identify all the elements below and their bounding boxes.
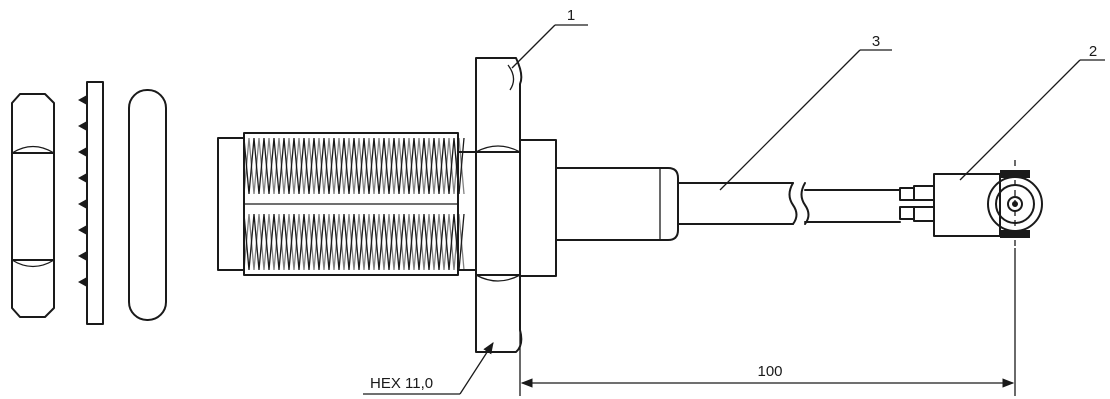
hex-leader bbox=[363, 342, 494, 395]
callout-3: 3 bbox=[872, 33, 880, 50]
hex-size-label: HEX 11,0 bbox=[370, 375, 433, 392]
gasket-ring bbox=[128, 89, 167, 321]
flange-hex bbox=[457, 57, 523, 353]
right-angle-plug bbox=[899, 160, 1043, 248]
callout-2: 2 bbox=[1089, 43, 1097, 60]
coax-cable bbox=[677, 182, 901, 225]
hex-nut bbox=[11, 93, 55, 318]
callout-leaders bbox=[511, 24, 1105, 191]
rear-collar bbox=[519, 139, 679, 277]
length-dimension bbox=[519, 248, 1016, 396]
lock-washer bbox=[78, 81, 104, 325]
threaded-barrel bbox=[217, 132, 465, 276]
callout-1: 1 bbox=[567, 7, 575, 24]
length-dimension-label: 100 bbox=[757, 363, 782, 380]
